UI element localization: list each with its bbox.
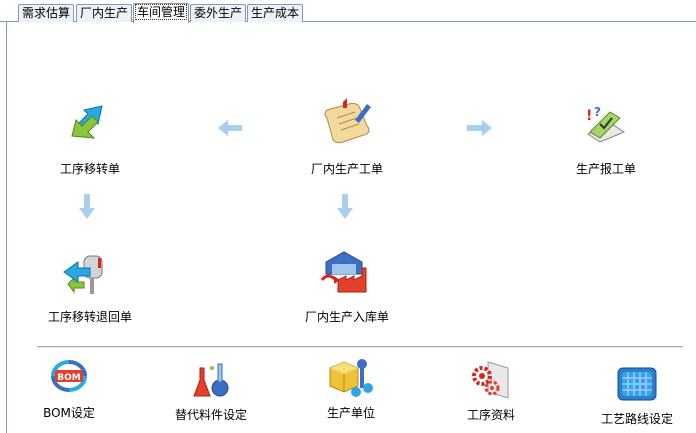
transfer-order-node[interactable]: 工序移转单 <box>40 98 140 178</box>
bom-settings-label: BOM设定 <box>43 406 95 420</box>
transfer-return-node[interactable]: 工序移转退回单 <box>40 248 140 328</box>
arrow-down-icon-2 <box>337 194 353 219</box>
production-unit-icon <box>329 359 373 397</box>
arrow-left-icon <box>218 120 242 136</box>
stock-in-label: 厂内生产入库单 <box>304 310 389 324</box>
section-separator <box>37 346 683 348</box>
factory-warehouse-icon <box>320 251 367 293</box>
routing-settings-label: 工艺路线设定 <box>600 412 673 426</box>
substitute-material-node[interactable]: 替代料件设定 <box>166 358 256 424</box>
work-order-node[interactable]: 厂内生产工单 <box>297 98 397 178</box>
notebook-check-icon: ! ? <box>586 105 626 143</box>
arrows-transfer-icon <box>71 105 103 139</box>
workspace-panel <box>6 22 696 433</box>
production-report-label: 生产报工单 <box>575 162 636 176</box>
svg-text:BOM: BOM <box>57 373 81 383</box>
tab-workshop-management[interactable]: 车间管理 <box>133 3 189 23</box>
mailbox-return-icon <box>63 255 103 294</box>
tab-production-cost[interactable]: 生产成本 <box>247 4 303 22</box>
transfer-return-label: 工序移转退回单 <box>47 310 132 324</box>
process-data-label: 工序资料 <box>466 408 515 422</box>
arrow-down-icon <box>79 194 95 219</box>
svg-text:?: ? <box>594 105 601 119</box>
svg-text:!: ! <box>586 108 592 124</box>
tab-demand-estimate[interactable]: 需求估算 <box>18 4 74 22</box>
tab-workshop-management-label: 车间管理 <box>134 4 187 20</box>
scroll-document-icon <box>324 98 371 144</box>
work-order-label: 厂内生产工单 <box>310 162 383 176</box>
arrow-right-icon <box>467 120 492 136</box>
production-unit-node[interactable]: 生产单位 <box>306 356 396 422</box>
route-grid-icon <box>617 367 657 401</box>
flask-icon <box>193 363 229 397</box>
stock-in-node[interactable]: 厂内生产入库单 <box>292 248 402 328</box>
gear-book-icon <box>472 361 509 399</box>
tab-bar: 需求估算 厂内生产 车间管理 委外生产 生产成本 <box>0 0 696 23</box>
transfer-order-label: 工序移转单 <box>59 162 120 176</box>
tab-in-house-production[interactable]: 厂内生产 <box>76 4 132 22</box>
routing-settings-node[interactable]: 工艺路线设定 <box>592 362 682 428</box>
bom-cycle-icon: BOM <box>51 360 87 392</box>
tab-outsourced-production[interactable]: 委外生产 <box>190 4 246 22</box>
bom-settings-node[interactable]: BOM BOM设定 <box>34 358 104 424</box>
production-unit-label: 生产单位 <box>326 406 375 420</box>
process-data-node[interactable]: 工序资料 <box>446 358 536 424</box>
substitute-material-label: 替代料件设定 <box>174 408 247 422</box>
production-report-node[interactable]: ! ? 生产报工单 <box>556 98 656 178</box>
